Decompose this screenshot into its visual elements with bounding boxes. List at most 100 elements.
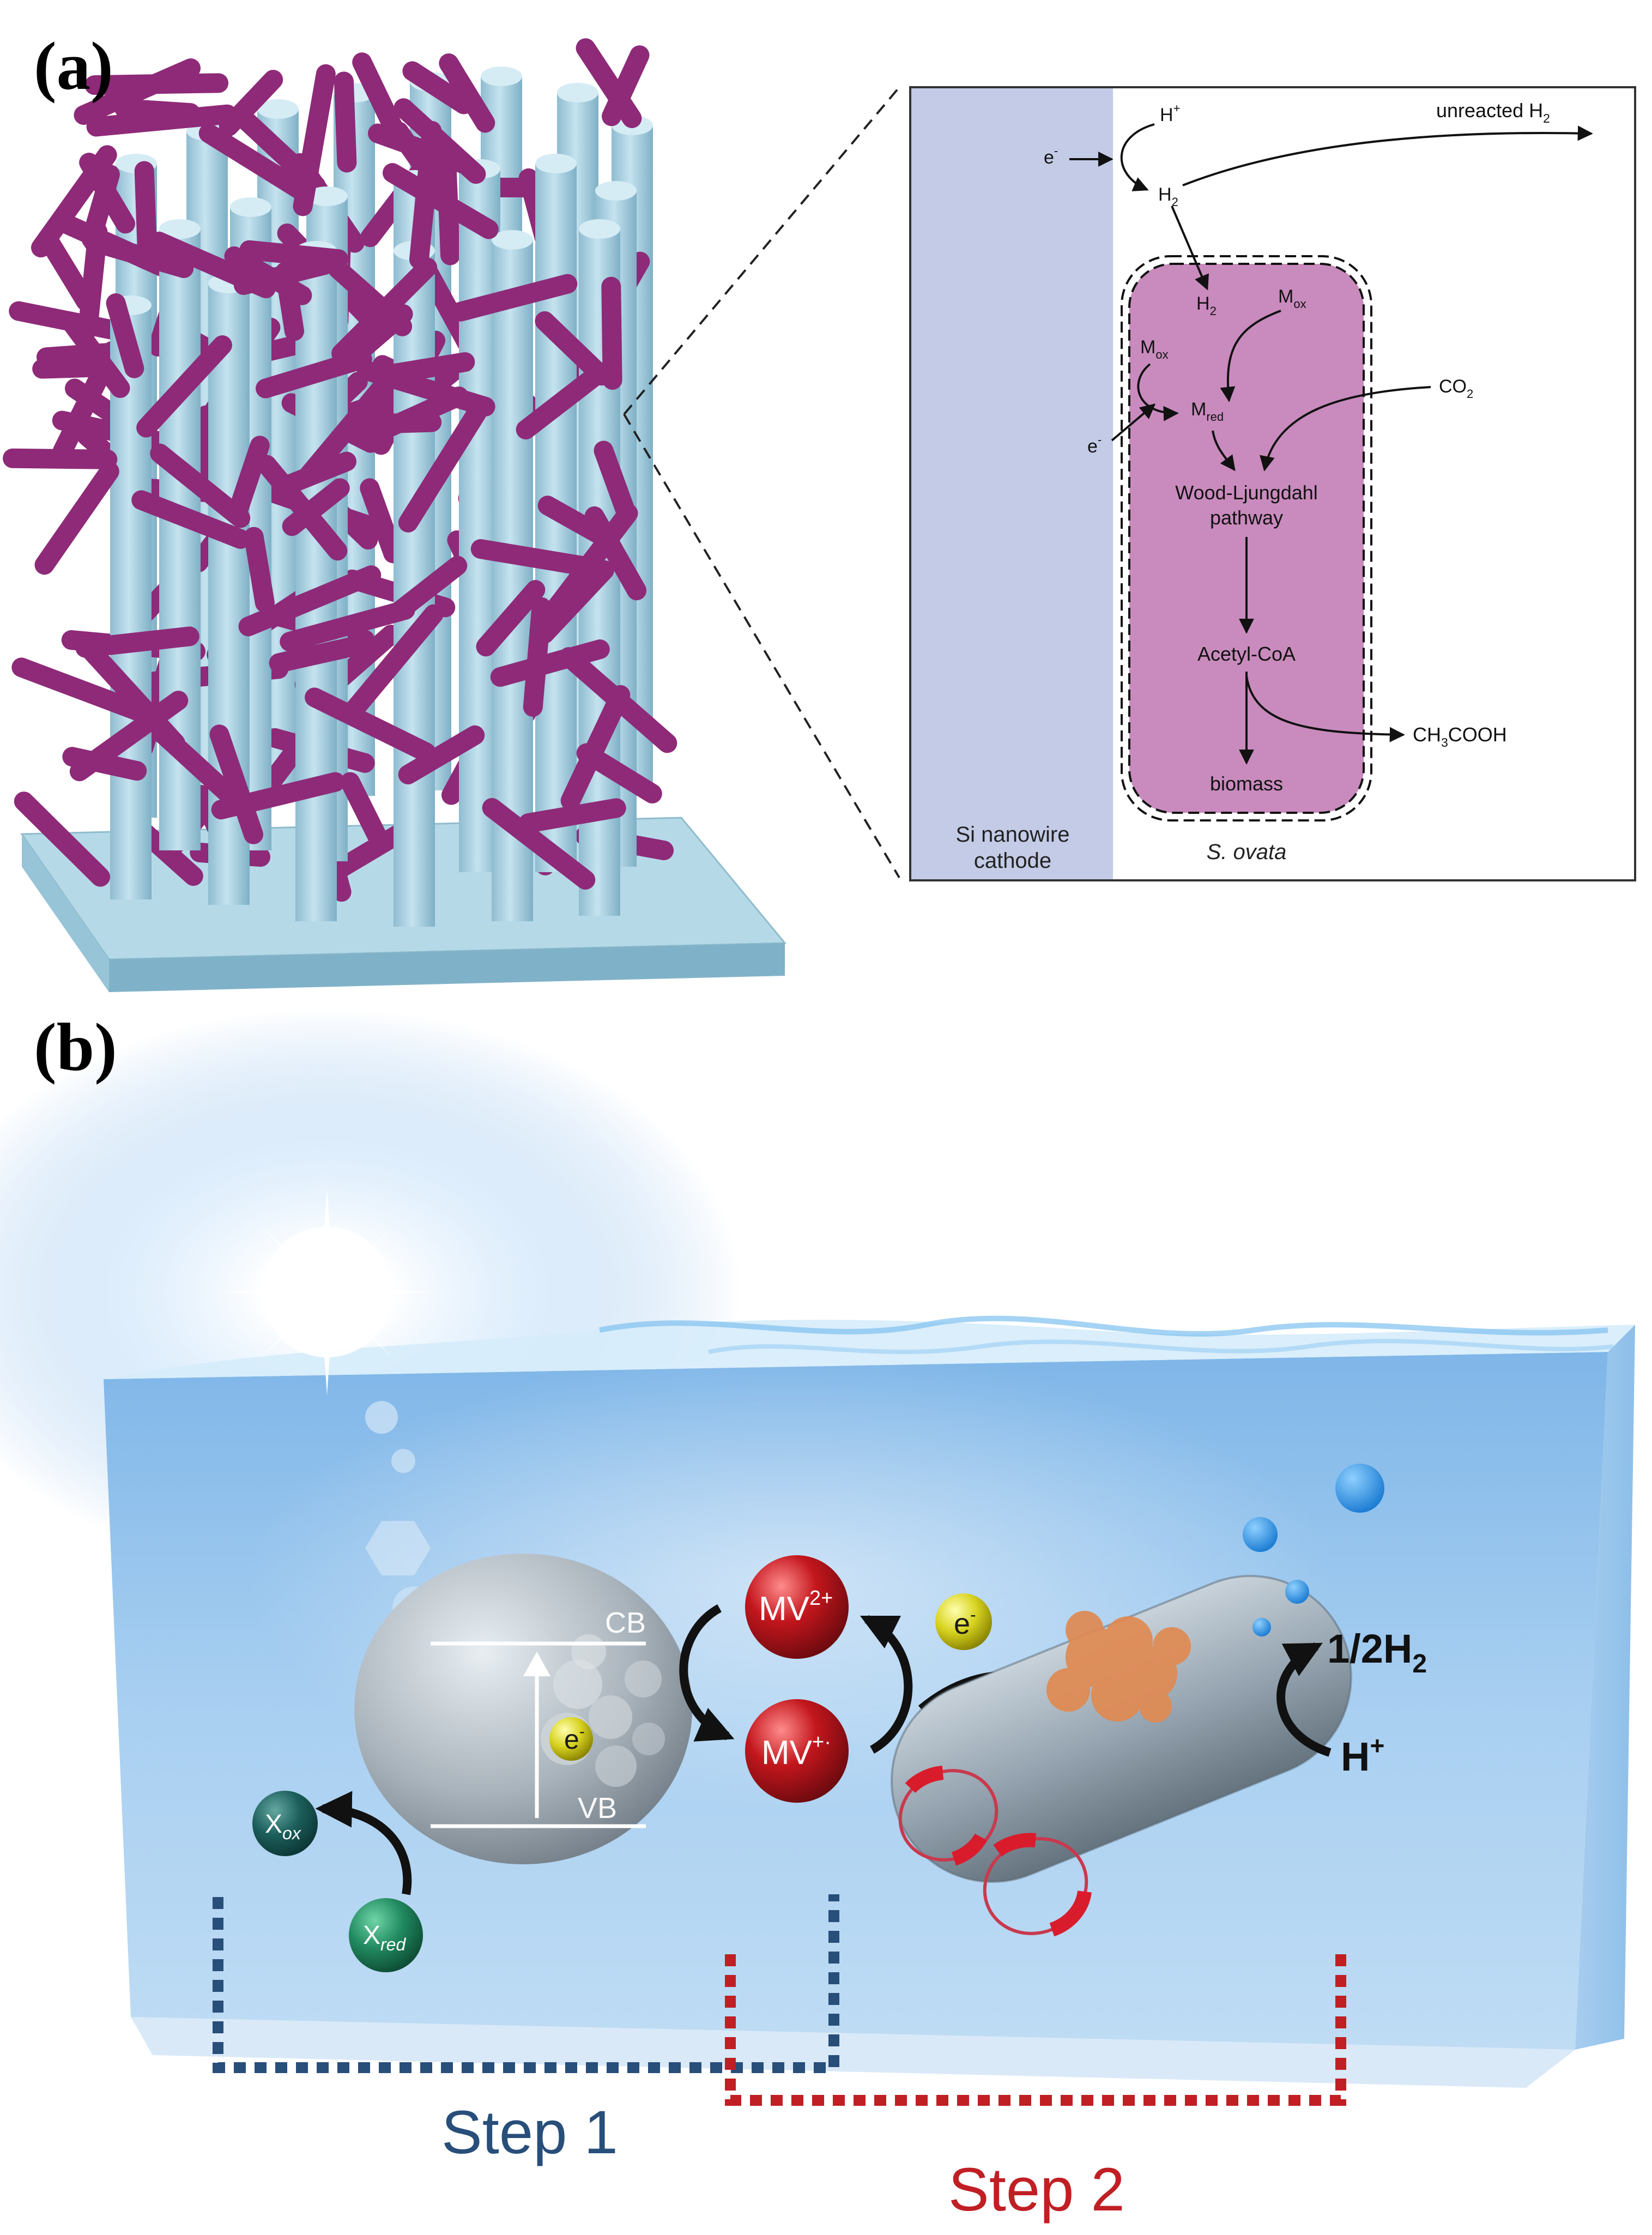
bacterium-rod xyxy=(34,461,119,575)
nanowire-top xyxy=(230,197,271,217)
hydrogen-bubble-icon xyxy=(1285,1580,1309,1604)
step2-bracket xyxy=(725,1953,1346,2106)
bacterium-rod xyxy=(518,798,626,833)
excitation-arrowhead xyxy=(523,1652,550,1676)
bacterium-rod xyxy=(244,527,275,613)
bacterium-rod xyxy=(211,772,346,820)
bacterium-rod xyxy=(11,657,159,725)
bacterium-rod xyxy=(106,293,144,378)
cathode-region xyxy=(911,88,1113,879)
bacterium-rod xyxy=(516,365,607,440)
bacterium-rod xyxy=(299,366,401,485)
bacterium-rod xyxy=(331,257,438,364)
bacterium-rod xyxy=(79,638,185,753)
bacterium-rod xyxy=(83,232,194,279)
m-ox-left: Mox xyxy=(1140,337,1169,361)
x-ox-sphere: Xox xyxy=(252,1791,318,1856)
h2-in-cell: H2 xyxy=(1196,293,1217,318)
nanowire-top xyxy=(481,67,522,86)
panel-b-label: (b) xyxy=(34,1010,117,1085)
xred-to-xox-arrow xyxy=(315,1791,412,1895)
electron-left: e- xyxy=(1087,433,1102,457)
h2-into-cell-arrow xyxy=(1171,206,1209,291)
step2-label: Step 2 xyxy=(948,2155,1125,2224)
bacterium-rod xyxy=(150,443,251,528)
bacterium-rod xyxy=(439,53,495,133)
nanowire-top xyxy=(159,219,201,239)
acetic-acid-label: CH3COOH xyxy=(1413,723,1507,750)
bacterium-rod xyxy=(383,163,499,239)
bacterium-rod xyxy=(75,626,199,658)
organism-label: S. ovata xyxy=(1207,840,1287,864)
bacterium-rod xyxy=(3,448,118,469)
nanowire xyxy=(110,305,152,899)
bacterium-rod xyxy=(584,506,647,601)
bacterium-rod xyxy=(490,639,610,687)
m-ox-upper: Mox xyxy=(1278,286,1306,311)
bacterium-rod xyxy=(389,555,468,622)
mox-to-mred-arrow xyxy=(1220,310,1281,402)
water-wave-2 xyxy=(708,1339,1614,1354)
cb-label: CB xyxy=(605,1606,646,1639)
mox-left-loop xyxy=(1137,363,1179,421)
bacterium-rod xyxy=(64,316,130,398)
nanowire-top xyxy=(557,83,598,102)
wood-ljungdahl-label-2: pathway xyxy=(1210,506,1283,529)
bacterium-rod xyxy=(340,772,390,852)
bacterium-rod xyxy=(269,635,373,673)
nanowire-top xyxy=(257,99,299,119)
bacterium-rod xyxy=(545,503,638,619)
nanowire-array-illustration xyxy=(3,38,787,992)
bacterium-rod xyxy=(238,565,382,637)
bacterium-rod xyxy=(86,104,237,137)
biomass-label: biomass xyxy=(1210,772,1283,795)
bacterium-rod xyxy=(476,580,546,657)
hydrogen-bubble-icon xyxy=(1243,1517,1278,1552)
bacterium-rod xyxy=(450,274,578,322)
step1-bracket xyxy=(213,1894,839,2073)
co2-label: CO2 xyxy=(1439,376,1473,401)
substrate-front xyxy=(109,943,785,992)
bacterium-rod xyxy=(131,490,251,549)
m-red: Mred xyxy=(1191,399,1224,424)
bacterium-rod xyxy=(282,478,350,536)
proton-label-b: H+ xyxy=(1341,1731,1384,1779)
acetyl-coa-label: Acetyl-CoA xyxy=(1197,643,1296,665)
cathode-label: Si nanowire xyxy=(955,823,1069,847)
bacterium-rod xyxy=(134,161,158,262)
bacterium-rod xyxy=(229,436,270,518)
bacterium-rod xyxy=(398,403,487,533)
hydrogen-bubble-icon xyxy=(1252,1618,1271,1636)
bacterium-rod xyxy=(356,360,495,416)
hydrogenase-enzyme xyxy=(1046,1611,1191,1723)
bacterium-rod xyxy=(409,120,442,270)
bacterium-rod xyxy=(256,349,372,398)
plasmid-icon xyxy=(898,1766,999,1866)
lens-flare-icon xyxy=(365,1401,398,1434)
half-h2-label: 1/2H2 xyxy=(1327,1626,1427,1678)
bacterium-rod xyxy=(576,743,662,804)
mechanism-inset: Si nanowire cathode S. ovata e- H+ H2 un… xyxy=(909,86,1636,881)
acetyl-to-acetic-arrow xyxy=(1245,675,1405,742)
svg-text:MV2+: MV2+ xyxy=(759,1587,833,1628)
svg-text:Xred: Xred xyxy=(363,1921,406,1954)
tank-right-side xyxy=(1575,1325,1635,2050)
vb-label: VB xyxy=(578,1792,617,1825)
bacterium-rod xyxy=(198,123,314,203)
water-wave-1 xyxy=(599,1315,1608,1337)
tank-bottom xyxy=(131,2017,1575,2088)
bacterium-rod xyxy=(341,604,444,723)
bacterium-rod xyxy=(602,45,650,126)
bacterium-rod xyxy=(224,246,312,305)
panel-a-label: (a) xyxy=(34,29,113,104)
bacterium-rod xyxy=(594,440,635,520)
electron-sphere-left: e- xyxy=(549,1717,593,1761)
svg-text:Xox: Xox xyxy=(265,1810,301,1843)
nanowire-top xyxy=(492,230,533,250)
mv-oxidation-arrow xyxy=(860,1615,913,1754)
mv2plus-sphere: MV2+ xyxy=(745,1555,849,1659)
bacterium-rod xyxy=(209,724,264,844)
cathode-label-2: cathode xyxy=(974,849,1051,873)
bacterium-rod xyxy=(334,71,357,173)
